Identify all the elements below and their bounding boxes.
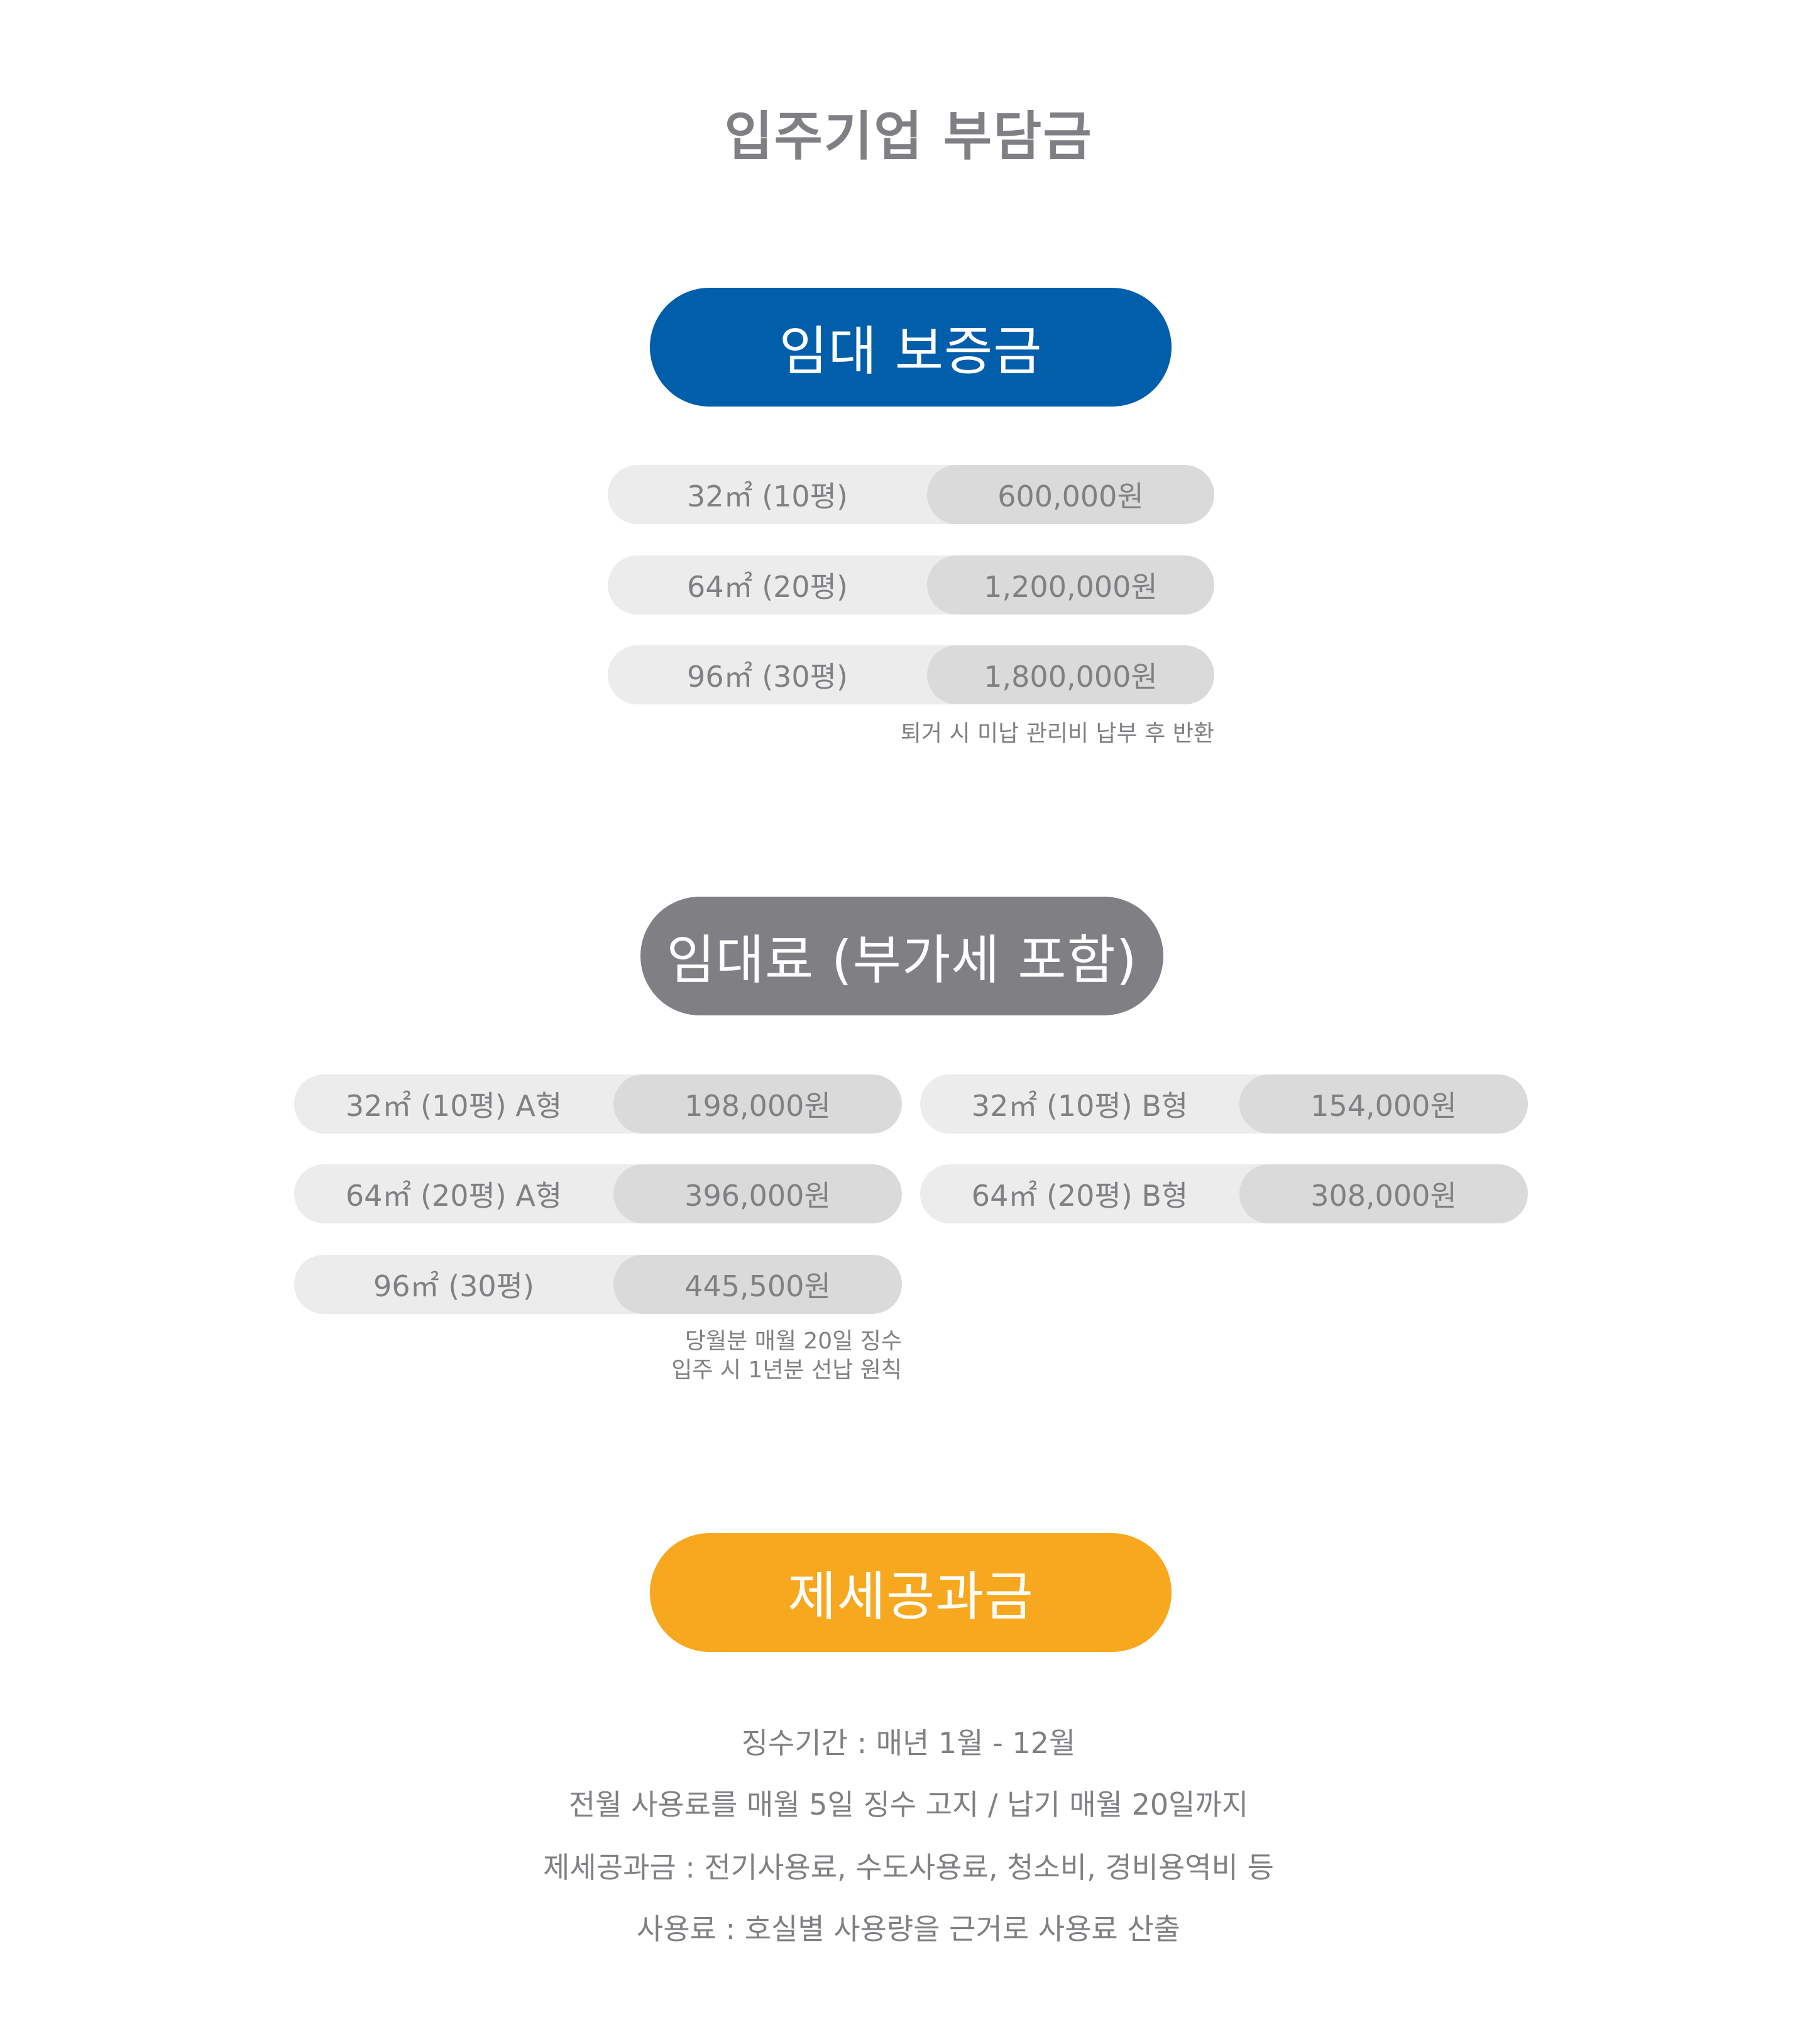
deposit-heading-label: 임대 보증금 — [779, 320, 1043, 382]
rent-row-size: 64㎡ (20평) B형 — [971, 1179, 1188, 1213]
utilities-info-line: 징수기간 : 매년 1월 - 12월 — [741, 1726, 1076, 1760]
utilities-info-line: 전월 사용료를 매월 5일 징수 고지 / 납기 매월 20일까지 — [568, 1788, 1249, 1822]
page-title: 입주기업 부담금 — [724, 106, 1093, 167]
utilities-info-line: 제세공과금 : 전기사용료, 수도사용료, 청소비, 경비용역비 등 — [543, 1850, 1274, 1884]
rent-row: 64㎡ (20평) A형 396,000원 — [294, 1164, 902, 1223]
deposit-note: 퇴거 시 미납 관리비 납부 후 반환 — [900, 721, 1214, 746]
deposit-row-amount: 1,800,000원 — [927, 645, 1214, 704]
rent-row-amount: 308,000원 — [1239, 1164, 1528, 1223]
utilities-section-heading: 제세공과금 — [650, 1533, 1172, 1652]
rent-row-size: 96㎡ (30평) — [373, 1269, 534, 1303]
rent-row: 32㎡ (10평) B형 154,000원 — [920, 1074, 1528, 1134]
rent-row-amount: 396,000원 — [613, 1164, 902, 1223]
rent-row: 96㎡ (30평) 445,500원 — [294, 1255, 902, 1314]
utilities-heading-label: 제세공과금 — [788, 1566, 1034, 1627]
rent-row: 32㎡ (10평) A형 198,000원 — [294, 1074, 902, 1134]
rent-row-size: 64㎡ (20평) A형 — [345, 1179, 563, 1213]
rent-notes: 당월분 매월 20일 징수 입주 시 1년분 선납 원칙 — [294, 1327, 902, 1385]
deposit-row-amount: 1,200,000원 — [927, 555, 1214, 615]
rent-row-size: 32㎡ (10평) A형 — [345, 1089, 563, 1123]
rent-section-heading: 임대료 (부가세 포함) — [640, 897, 1163, 1015]
deposit-row-size: 32㎡ (10평) — [687, 479, 848, 513]
deposit-row: 32㎡ (10평) 600,000원 — [608, 465, 1214, 524]
rent-row: 64㎡ (20평) B형 308,000원 — [920, 1164, 1528, 1223]
rent-note-line: 당월분 매월 20일 징수 — [684, 1328, 902, 1354]
deposit-section-heading: 임대 보증금 — [650, 288, 1172, 407]
rent-row-amount: 445,500원 — [613, 1255, 902, 1314]
deposit-row: 64㎡ (20평) 1,200,000원 — [608, 555, 1214, 615]
rent-row-amount: 154,000원 — [1239, 1074, 1528, 1134]
rent-heading-label: 임대료 (부가세 포함) — [666, 929, 1138, 991]
deposit-row-amount: 600,000원 — [927, 465, 1214, 524]
rent-row-amount: 198,000원 — [613, 1074, 902, 1134]
deposit-row-size: 96㎡ (30평) — [687, 660, 848, 694]
rent-note-line: 입주 시 1년분 선납 원칙 — [671, 1357, 902, 1383]
deposit-row: 96㎡ (30평) 1,800,000원 — [608, 645, 1214, 704]
utilities-info-line: 사용료 : 호실별 사용량을 근거로 사용료 산출 — [637, 1912, 1180, 1946]
rent-row-size: 32㎡ (10평) B형 — [971, 1089, 1188, 1123]
deposit-row-size: 64㎡ (20평) — [687, 570, 848, 604]
